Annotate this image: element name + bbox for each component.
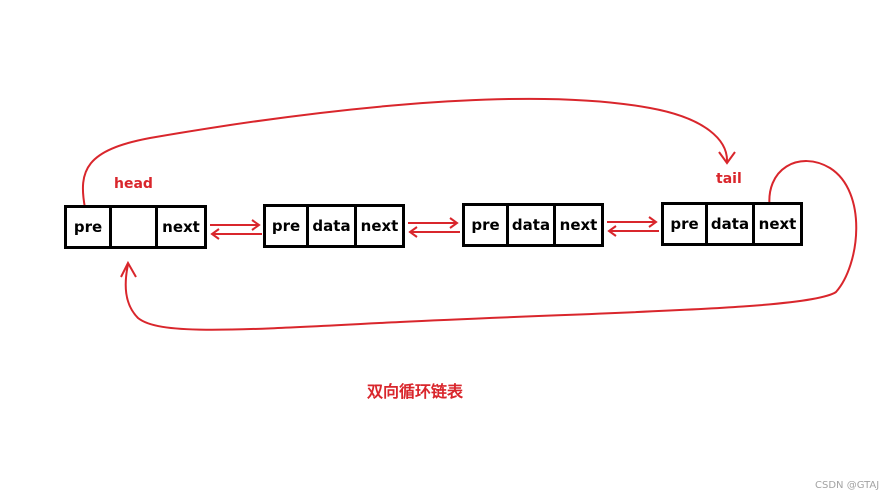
tail-next-to-head-arrow bbox=[120, 160, 858, 331]
node-head: pre next bbox=[64, 205, 207, 249]
node-data-cell: data bbox=[509, 206, 556, 244]
node-3: pre data next bbox=[462, 203, 604, 247]
node-pre-cell: pre bbox=[664, 205, 708, 243]
link-arrows-1-2 bbox=[210, 219, 262, 240]
node-2: pre data next bbox=[263, 204, 405, 248]
node-pre-cell: pre bbox=[266, 207, 309, 245]
node-next-cell: next bbox=[559, 216, 598, 234]
node-next-cell: next bbox=[360, 217, 399, 235]
node-data-cell: data bbox=[708, 205, 755, 243]
node-tail: pre data next bbox=[661, 202, 803, 246]
watermark-text: CSDN @GTAJ bbox=[815, 480, 880, 491]
node-pre-cell: pre bbox=[465, 206, 509, 244]
node-next-cell: next bbox=[758, 215, 797, 233]
node-pre-cell: pre bbox=[67, 208, 112, 246]
node-data-cell: data bbox=[309, 207, 357, 245]
node-data-cell bbox=[112, 208, 158, 246]
link-arrows-3-4 bbox=[607, 216, 659, 237]
head-pre-to-tail-arrow bbox=[81, 97, 736, 209]
node-next-cell: next bbox=[162, 218, 200, 236]
head-label: head bbox=[114, 176, 153, 192]
tail-label: tail bbox=[716, 171, 742, 187]
diagram-caption: 双向循环链表 bbox=[367, 382, 464, 401]
link-arrows-2-3 bbox=[408, 217, 460, 238]
